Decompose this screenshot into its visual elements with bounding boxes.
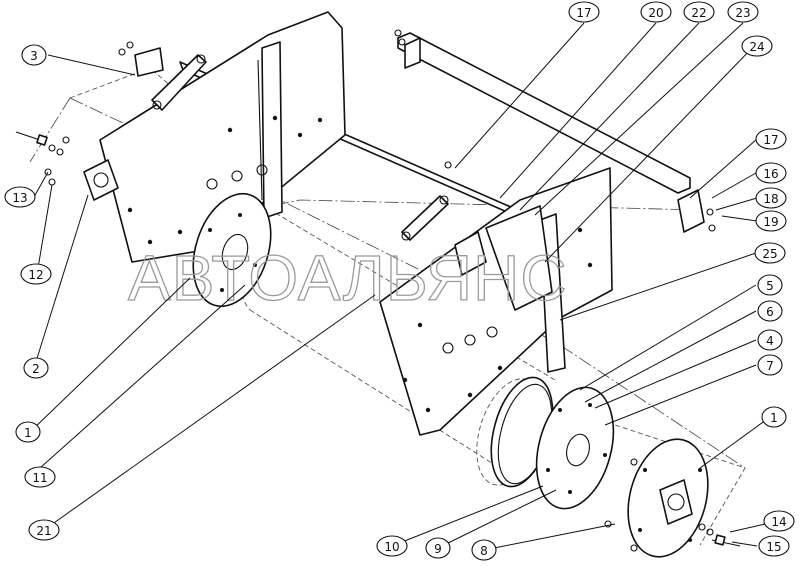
- callout-5: 5: [757, 274, 783, 296]
- callout-8-label: 8: [480, 544, 488, 558]
- callout-23-circle: [727, 1, 759, 23]
- callout-14: 14: [763, 510, 795, 532]
- top-right-bolts: [394, 29, 716, 232]
- left-bolts: [15, 131, 70, 186]
- callout-8: 8: [471, 539, 497, 561]
- callout-3-circle: [21, 44, 47, 66]
- callout-23: 23: [727, 1, 759, 23]
- callout-2-circle: [23, 357, 49, 379]
- callout-9-circle: [425, 537, 451, 559]
- callout-25: 25: [754, 242, 786, 264]
- callout-7-circle: [757, 354, 783, 376]
- callout-1-right-circle: [761, 406, 787, 428]
- callout-20-circle: [640, 1, 672, 23]
- callout-21-label: 21: [36, 524, 51, 538]
- callout-18-label: 18: [763, 192, 778, 206]
- callout-13: 13: [4, 186, 36, 208]
- callout-1-left: 1: [15, 421, 41, 443]
- right-end-bolts: [698, 523, 741, 547]
- callout-10: 10: [376, 535, 408, 557]
- callout-13-circle: [4, 186, 36, 208]
- callout-12: 12: [20, 263, 52, 285]
- callout-6-label: 6: [766, 305, 774, 319]
- end-disc-with-bearing: [604, 438, 709, 558]
- callout-17-top: 17: [568, 1, 600, 23]
- callout-25-label: 25: [762, 247, 777, 261]
- callout-17-top-label: 17: [576, 6, 591, 20]
- callout-3: 3: [21, 44, 47, 66]
- callout-14-label: 14: [771, 515, 786, 529]
- callout-18: 18: [755, 187, 787, 209]
- callout-12-label: 12: [28, 268, 43, 282]
- callout-11: 11: [24, 466, 56, 488]
- callout-16-label: 16: [763, 167, 778, 181]
- left-lever-arm: [118, 41, 207, 111]
- right-lever-arm: [401, 161, 487, 276]
- callout-11-circle: [24, 466, 56, 488]
- callout-1-left-circle: [15, 421, 41, 443]
- watermark-text: АВТОАЛЬЯНС: [128, 242, 568, 314]
- callout-15: 15: [758, 535, 790, 557]
- callout-1-right: 1: [761, 406, 787, 428]
- callout-17-right-label: 17: [763, 133, 778, 147]
- callout-7-label: 7: [766, 359, 774, 373]
- callout-17-top-circle: [568, 1, 600, 23]
- callout-18-circle: [755, 187, 787, 209]
- leader-lines: [29, 22, 771, 551]
- callout-15-circle: [758, 535, 790, 557]
- callout-12-circle: [20, 263, 52, 285]
- callout-21-circle: [28, 519, 60, 541]
- callout-17-right-circle: [755, 128, 787, 150]
- callout-17-right: 17: [755, 128, 787, 150]
- callout-22-label: 22: [691, 6, 706, 20]
- callout-24-label: 24: [749, 40, 764, 54]
- callout-1-left-label: 1: [24, 426, 32, 440]
- callout-7: 7: [757, 354, 783, 376]
- callout-15-label: 15: [766, 540, 781, 554]
- callout-5-circle: [757, 274, 783, 296]
- callout-8-circle: [471, 539, 497, 561]
- callout-23-label: 23: [735, 6, 750, 20]
- callout-20-label: 20: [648, 6, 663, 20]
- callout-2-label: 2: [32, 362, 40, 376]
- callout-24-circle: [741, 35, 773, 57]
- callout-22-circle: [683, 1, 715, 23]
- callout-3-label: 3: [30, 49, 38, 63]
- left-flange-disc: [192, 192, 272, 308]
- callout-21: 21: [28, 519, 60, 541]
- callout-4-circle: [757, 329, 783, 351]
- left-side-wall: [99, 11, 346, 263]
- callout-4-label: 4: [766, 334, 774, 348]
- callout-11-label: 11: [32, 471, 47, 485]
- callout-9-label: 9: [434, 542, 442, 556]
- callout-16: 16: [755, 162, 787, 184]
- callout-10-label: 10: [384, 540, 399, 554]
- callout-22: 22: [683, 1, 715, 23]
- callout-2: 2: [23, 357, 49, 379]
- callout-9: 9: [425, 537, 451, 559]
- callout-5-label: 5: [766, 279, 774, 293]
- center-flange-disc: [535, 386, 615, 510]
- callout-10-circle: [376, 535, 408, 557]
- callout-20: 20: [640, 1, 672, 23]
- callout-25-circle: [754, 242, 786, 264]
- callout-19: 19: [755, 210, 787, 232]
- left-bearing-housing: [83, 159, 119, 201]
- callout-24: 24: [741, 35, 773, 57]
- right-side-wall: [379, 167, 613, 436]
- callout-13-label: 13: [12, 191, 27, 205]
- callout-14-circle: [763, 510, 795, 532]
- callout-4: 4: [757, 329, 783, 351]
- callout-19-circle: [755, 210, 787, 232]
- callout-6-circle: [757, 300, 783, 322]
- callout-16-circle: [755, 162, 787, 184]
- callout-6: 6: [757, 300, 783, 322]
- callout-1-right-label: 1: [770, 411, 778, 425]
- callout-19-label: 19: [763, 215, 778, 229]
